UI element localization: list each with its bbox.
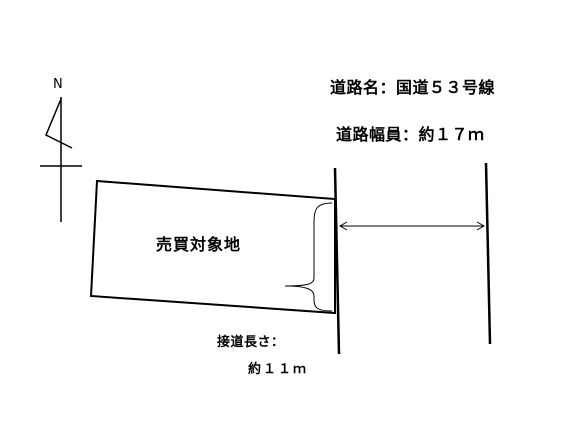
parcel-outline [89, 179, 336, 315]
north-label: N [53, 77, 63, 92]
road-width-label: 道路幅員：約１７ｍ [336, 125, 485, 144]
road-edge-left [333, 167, 341, 355]
north-arrow-head [45, 98, 73, 149]
frontage-label: 接道長さ： [217, 335, 285, 350]
road-width-arrow [338, 221, 486, 231]
parcel-label: 売買対象地 [156, 235, 242, 254]
road-name-label: 道路名：国道５３号線 [330, 78, 496, 97]
frontage-brace [284, 202, 333, 312]
north-arrow-icon [40, 97, 82, 222]
frontage-value: 約１１ｍ [248, 362, 309, 377]
road-edge-right [484, 162, 492, 345]
